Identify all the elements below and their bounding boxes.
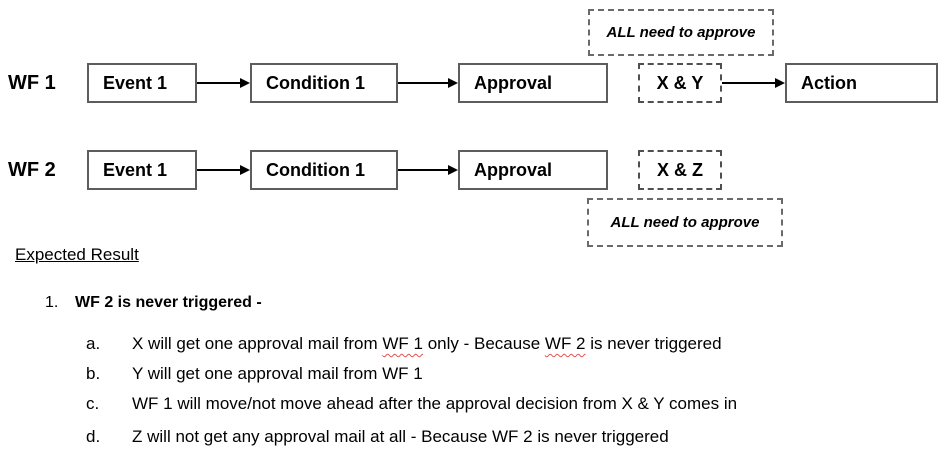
misspelled-segment: WF 2	[544, 334, 586, 353]
flow-arrow	[398, 164, 458, 176]
subitem-text: Y will get one approval mail from WF 1	[132, 364, 423, 383]
subitem-marker: d.	[86, 427, 101, 446]
flow-arrow	[197, 164, 250, 176]
result-item-1: 1. WF 2 is never triggered -	[45, 293, 262, 313]
wf2-condition-box: Condition 1	[250, 150, 398, 190]
subitem-text: Z will not get any approval mail at all …	[132, 427, 669, 446]
box-label: X & Y	[656, 72, 704, 93]
subitem-marker: a.	[86, 334, 101, 353]
item-number: 1.	[45, 294, 59, 311]
box-label: Event 1	[103, 159, 168, 180]
box-label: Condition 1	[266, 159, 365, 180]
subitem-c: c. WF 1 will move/not move ahead after th…	[86, 394, 737, 414]
subitem-b: b. Y will get one approval mail from WF 1	[86, 364, 423, 384]
flow-arrow	[197, 77, 250, 89]
subitem-text: X will get one approval mail from WF 1 o…	[132, 334, 722, 353]
flow-arrow	[722, 77, 785, 89]
text-segment: is never triggered	[585, 334, 722, 353]
wf1-approval-box: Approval	[458, 63, 608, 103]
wf2-approval-box: Approval	[458, 150, 608, 190]
flow-arrow	[398, 77, 458, 89]
wf1-event-box: Event 1	[87, 63, 197, 103]
wf1-approvers-xy-box: X & Y	[638, 63, 722, 103]
note-text: ALL need to approve	[606, 24, 756, 41]
wf2-approvers-xz-box: X & Z	[638, 150, 722, 190]
misspelled-segment: WF 1	[382, 334, 423, 353]
wf1-row-label: WF 1	[8, 72, 56, 94]
wf2-event-box: Event 1	[87, 150, 197, 190]
expected-result-title: Expected Result	[15, 245, 139, 264]
text-segment: only - Because	[423, 334, 545, 353]
all-need-to-approve-note-bottom: ALL need to approve	[587, 198, 783, 247]
box-label: X & Z	[656, 159, 703, 180]
item-heading: WF 2 is never triggered -	[75, 294, 262, 311]
box-label: Approval	[474, 72, 553, 93]
subitem-text: WF 1 will move/not move ahead after the …	[132, 394, 738, 413]
wf1-condition-box: Condition 1	[250, 63, 398, 103]
box-label: Action	[801, 72, 857, 93]
box-label: Condition 1	[266, 72, 365, 93]
wf1-action-box: Action	[785, 63, 938, 103]
text-segment: X will get one approval mail from	[132, 334, 383, 353]
subitem-marker: c.	[86, 394, 100, 413]
box-label: Event 1	[103, 72, 168, 93]
note-text: ALL need to approve	[610, 214, 760, 231]
box-label: Approval	[474, 159, 553, 180]
subitem-a: a. X will get one approval mail from WF 1…	[86, 334, 722, 354]
subitem-d: d. Z will not get any approval mail at al…	[86, 427, 669, 447]
wf2-row-label: WF 2	[8, 159, 56, 181]
all-need-to-approve-note-top: ALL need to approve	[588, 9, 774, 56]
subitem-marker: b.	[86, 364, 101, 383]
